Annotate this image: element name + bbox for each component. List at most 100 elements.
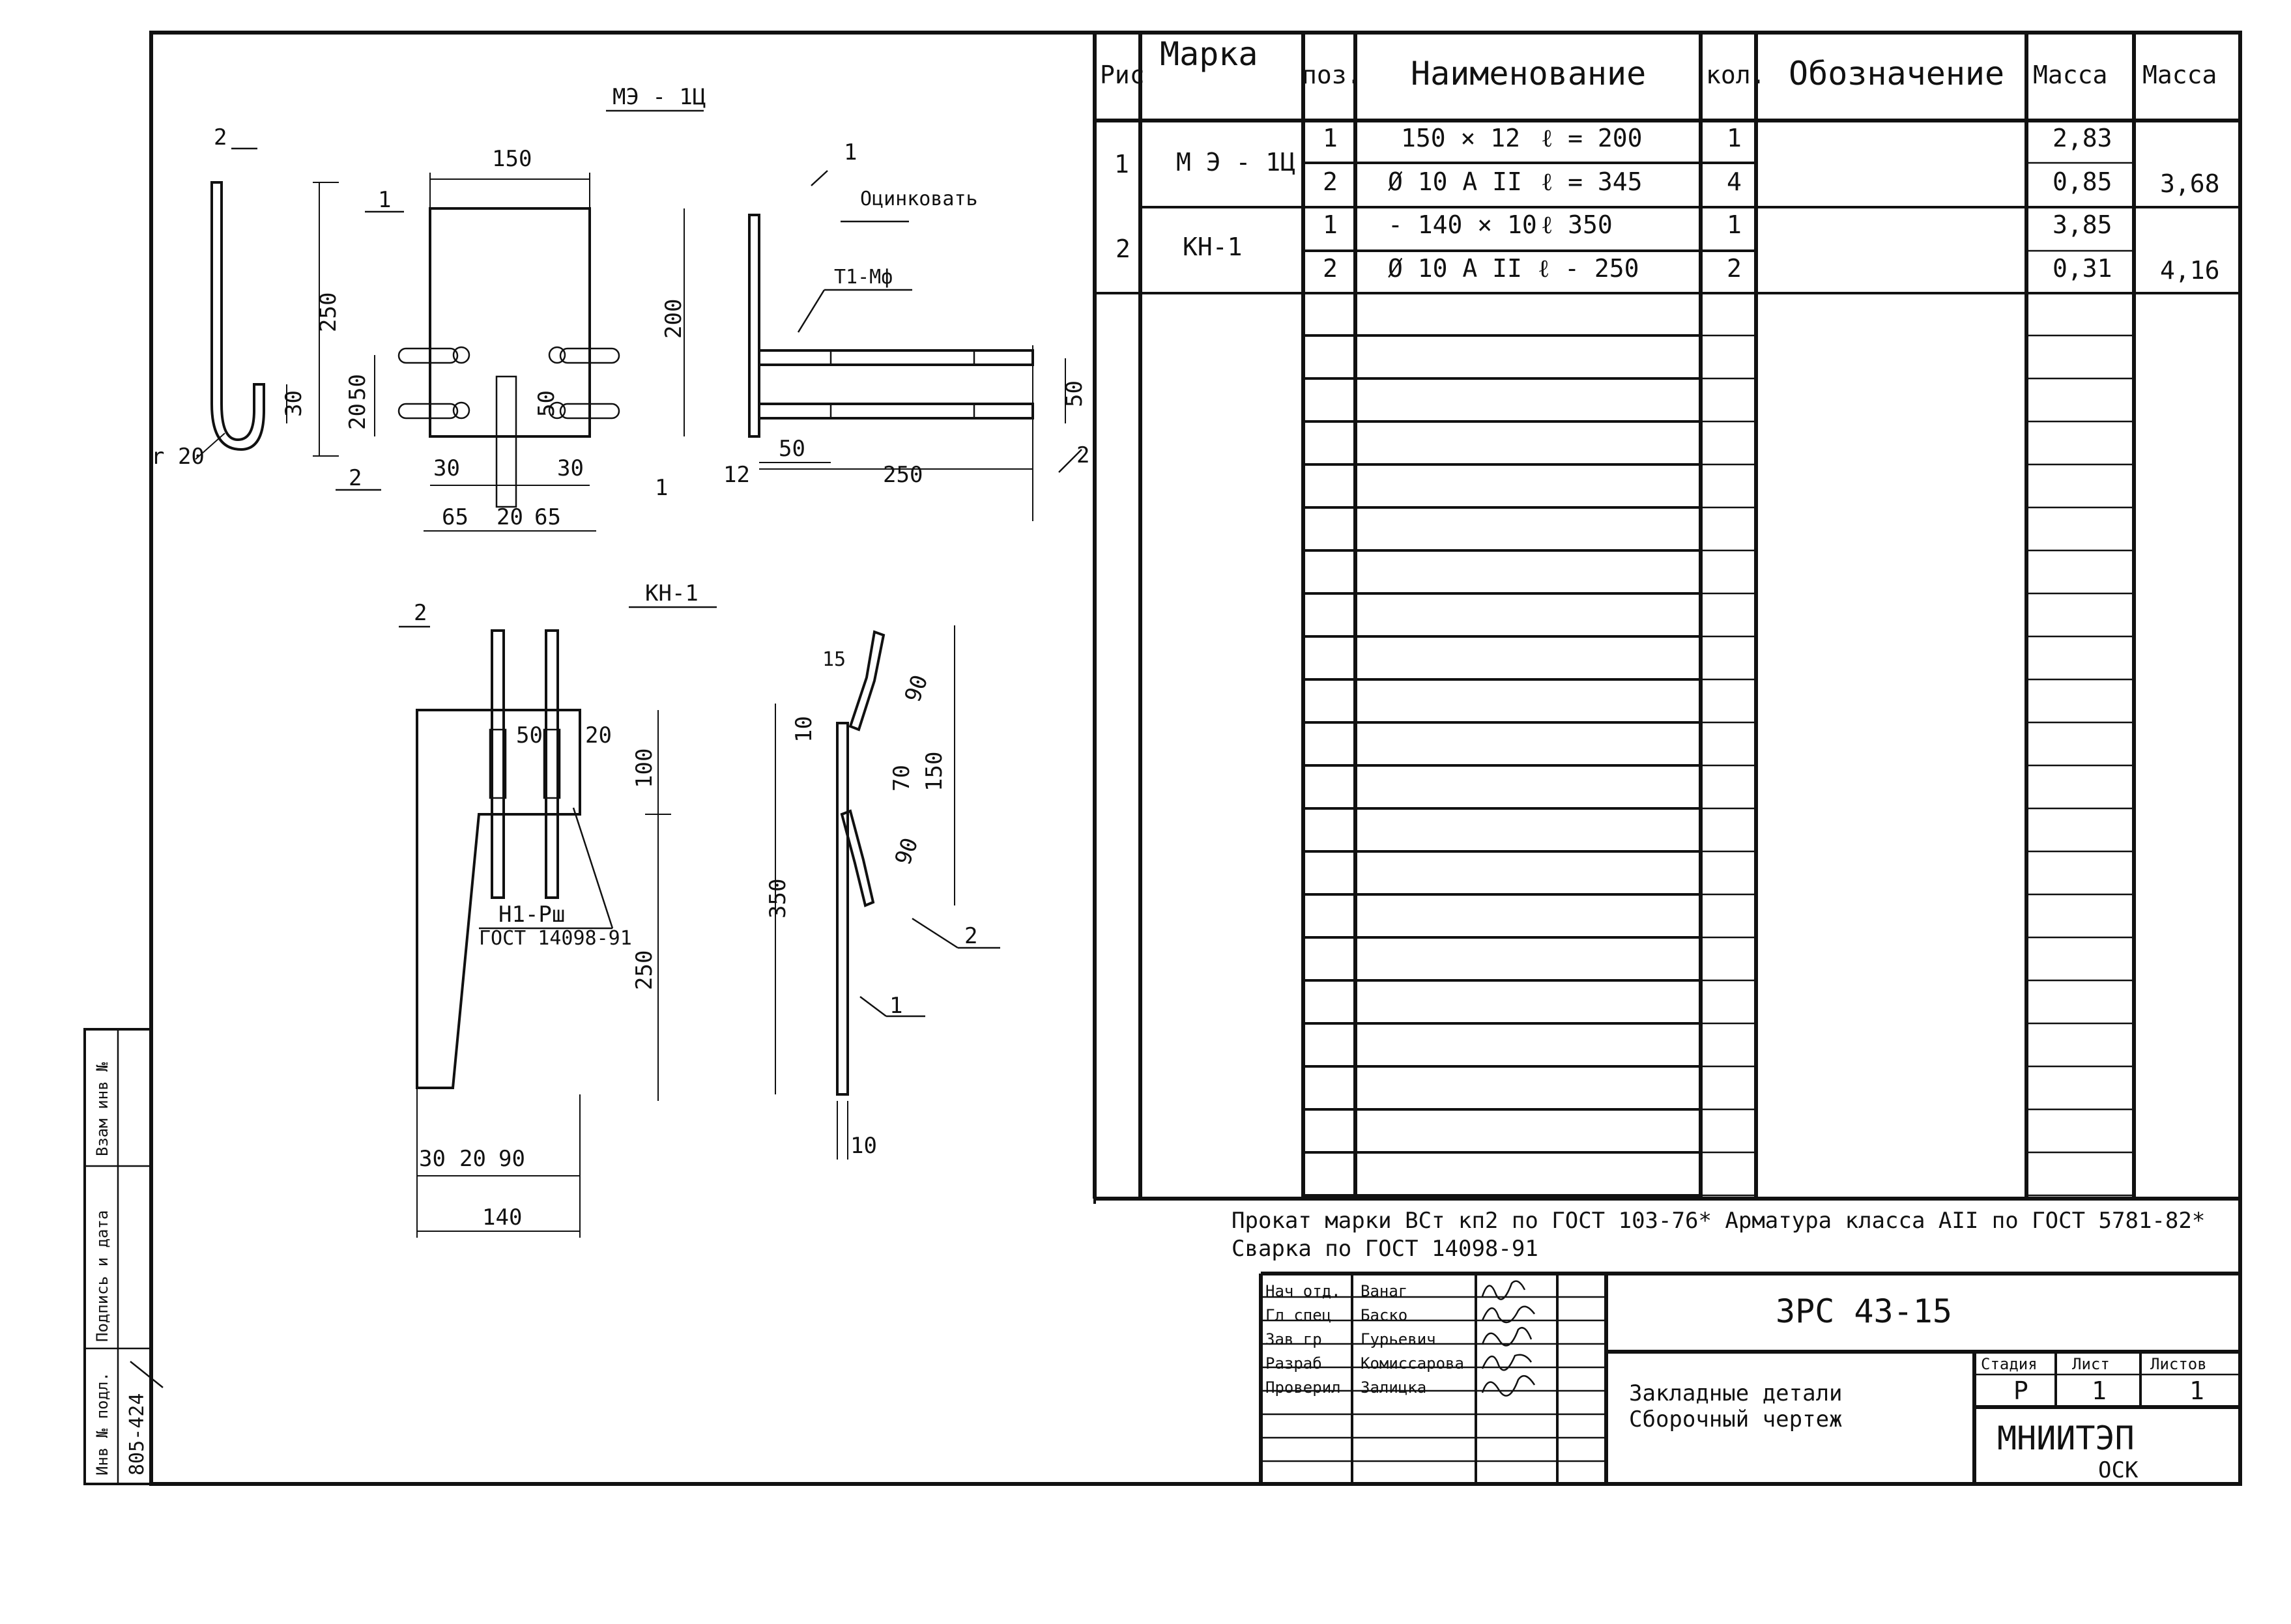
dim-label: 50 [516, 722, 543, 748]
spec-ris-1: 1 [1114, 150, 1129, 178]
spec-marka-2: КН-1 [1183, 233, 1243, 261]
pos-label: 1 [844, 139, 857, 165]
dim-label: 30 [419, 1146, 446, 1172]
spec-total-2: 4,16 [2160, 256, 2220, 285]
dim-label: 65 [534, 504, 561, 530]
tb-sheet: 1 [2092, 1376, 2107, 1405]
tb-signatures [1481, 1280, 1536, 1397]
tb-sheet-label: Лист [2072, 1355, 2110, 1373]
spec-mass-2-1: 3,85 [2053, 210, 2112, 239]
strip-label-inv: Инв № подл. [93, 1372, 111, 1475]
dim-label: 70 [889, 765, 915, 791]
dim-label: 20 [585, 722, 612, 748]
spec-poz-2-2: 2 [1323, 254, 1338, 283]
tb-doc-code: 3РС 43-15 [1776, 1292, 1952, 1330]
dim-label: 90 [900, 672, 934, 705]
tb-org-sub: ОСК [2098, 1457, 2139, 1483]
pos-label: 2 [414, 600, 427, 626]
drawing-me: МЭ - 1Ц 2 250 30 r 20 1 150 [151, 84, 1089, 532]
pos-label: 2 [964, 923, 977, 949]
pos-label: 2 [214, 124, 227, 150]
dim-label: 50 [345, 374, 371, 401]
spec-qty-2-1: 1 [1727, 210, 1742, 239]
dim-label: 30 [433, 455, 460, 481]
dim-label: 250 [315, 292, 341, 332]
spec-header-mass2: Масса [2142, 61, 2217, 89]
me-title: МЭ - 1Ц [612, 84, 706, 110]
dim-label: 150 [492, 146, 532, 172]
me-side-view: 1 Оцинковать Т1-Мф 200 12 50 250 50 1 [655, 139, 1089, 521]
dim-label: 350 [765, 879, 791, 919]
kn-weld-gost: ГОСТ 14098-91 [479, 927, 632, 950]
spec-note-1: Прокат марки ВСт кп2 по ГОСТ 103-76* Арм… [1232, 1208, 2205, 1234]
title-block: 3РС 43-15 Закладные детали Сборочный чер… [1265, 1280, 2207, 1483]
tb-name-4: Комиссарова [1361, 1354, 1464, 1373]
strip-label-replace: Взам инв № [93, 1062, 111, 1156]
tb-title-1: Закладные детали [1629, 1380, 1843, 1406]
dim-label: 15 [822, 648, 846, 671]
tb-name-5: Залицка [1361, 1378, 1426, 1397]
spec-mass-2-2: 0,31 [2053, 254, 2112, 283]
dim-label: 30 [557, 455, 584, 481]
tb-role-4: Разраб [1265, 1354, 1322, 1373]
spec-header-marka: Марка [1160, 35, 1258, 73]
tb-stage: Р [2013, 1376, 2028, 1405]
me-hook-bar: 2 250 30 r 20 1 [151, 124, 404, 470]
me-note: Оцинковать [860, 188, 978, 210]
dim-label: 50 [779, 436, 805, 462]
kn-weld-label: Н1-Рш [498, 902, 565, 928]
pos-label: 2 [349, 465, 362, 491]
spec-table: Рис Марка поз. Наименование кол. Обознач… [1100, 35, 2220, 1262]
tb-name-3: Гурьевич [1361, 1330, 1436, 1348]
spec-qty-1-2: 4 [1727, 167, 1742, 196]
spec-ris-2: 2 [1116, 235, 1131, 263]
spec-name-1-2: Ø 10 A II [1388, 167, 1522, 196]
spec-poz-2-1: 1 [1323, 210, 1338, 239]
dim-label: 90 [498, 1146, 525, 1172]
tb-name-2: Баско [1361, 1306, 1407, 1324]
spec-header-designation: Обозначение [1789, 55, 2004, 93]
spec-len-2-2: ℓ - 250 [1538, 254, 1639, 283]
tb-title-2: Сборочный чертеж [1629, 1406, 1843, 1432]
spec-len-2-1: ℓ 350 [1541, 210, 1613, 239]
tb-sheets: 1 [2189, 1376, 2204, 1405]
spec-len-1-1: ℓ = 200 [1541, 124, 1642, 152]
tb-stage-label: Стадия [1981, 1355, 2038, 1373]
sheet-frame [149, 31, 2242, 1486]
dim-label: 250 [883, 462, 923, 488]
spec-mass-1-2: 0,85 [2053, 167, 2112, 196]
spec-poz-1-2: 2 [1323, 167, 1338, 196]
pos-label: 1 [889, 993, 902, 1019]
spec-header-name: Наименование [1411, 55, 1646, 93]
dim-label: 50 [1061, 380, 1088, 407]
dim-label: 12 [723, 462, 750, 488]
spec-total-1: 3,68 [2160, 169, 2220, 198]
dim-label: r 20 [151, 444, 205, 470]
drawing-kn: КН-1 2 50 20 Н1-Рш ГОСТ 14098-91 100 250… [399, 580, 1000, 1238]
dim-label: 30 [281, 390, 307, 417]
strip-inv-number: 805-424 [126, 1393, 149, 1475]
spec-qty-2-2: 2 [1727, 254, 1742, 283]
spec-header-poz: поз. [1302, 61, 1362, 89]
tb-role-3: Зав гр [1265, 1330, 1322, 1348]
pos-label: 1 [655, 475, 668, 501]
spec-name-1-1: 150 × 12 [1401, 124, 1520, 152]
tb-role-2: Гл спец [1265, 1306, 1331, 1324]
dim-label: 100 [631, 748, 657, 788]
spec-mass-1-1: 2,83 [2053, 124, 2112, 152]
spec-len-1-2: ℓ = 345 [1541, 167, 1642, 196]
dim-label: 10 [791, 716, 817, 743]
pos-label: 1 [378, 187, 391, 213]
dim-label: 50 [534, 390, 560, 417]
dim-label: 140 [482, 1204, 522, 1231]
tb-role-5: Проверил [1265, 1378, 1341, 1397]
tb-sheets-label: Листов [2150, 1355, 2207, 1373]
dim-label: 20 [345, 403, 371, 430]
dim-label: 150 [921, 752, 947, 791]
spec-header-ris: Рис [1100, 61, 1145, 89]
spec-marka-1: М Э - 1Ц [1176, 148, 1295, 177]
spec-header-mass1: Масса [2033, 61, 2107, 89]
kn-title: КН-1 [645, 580, 699, 606]
spec-poz-1-1: 1 [1323, 124, 1338, 152]
